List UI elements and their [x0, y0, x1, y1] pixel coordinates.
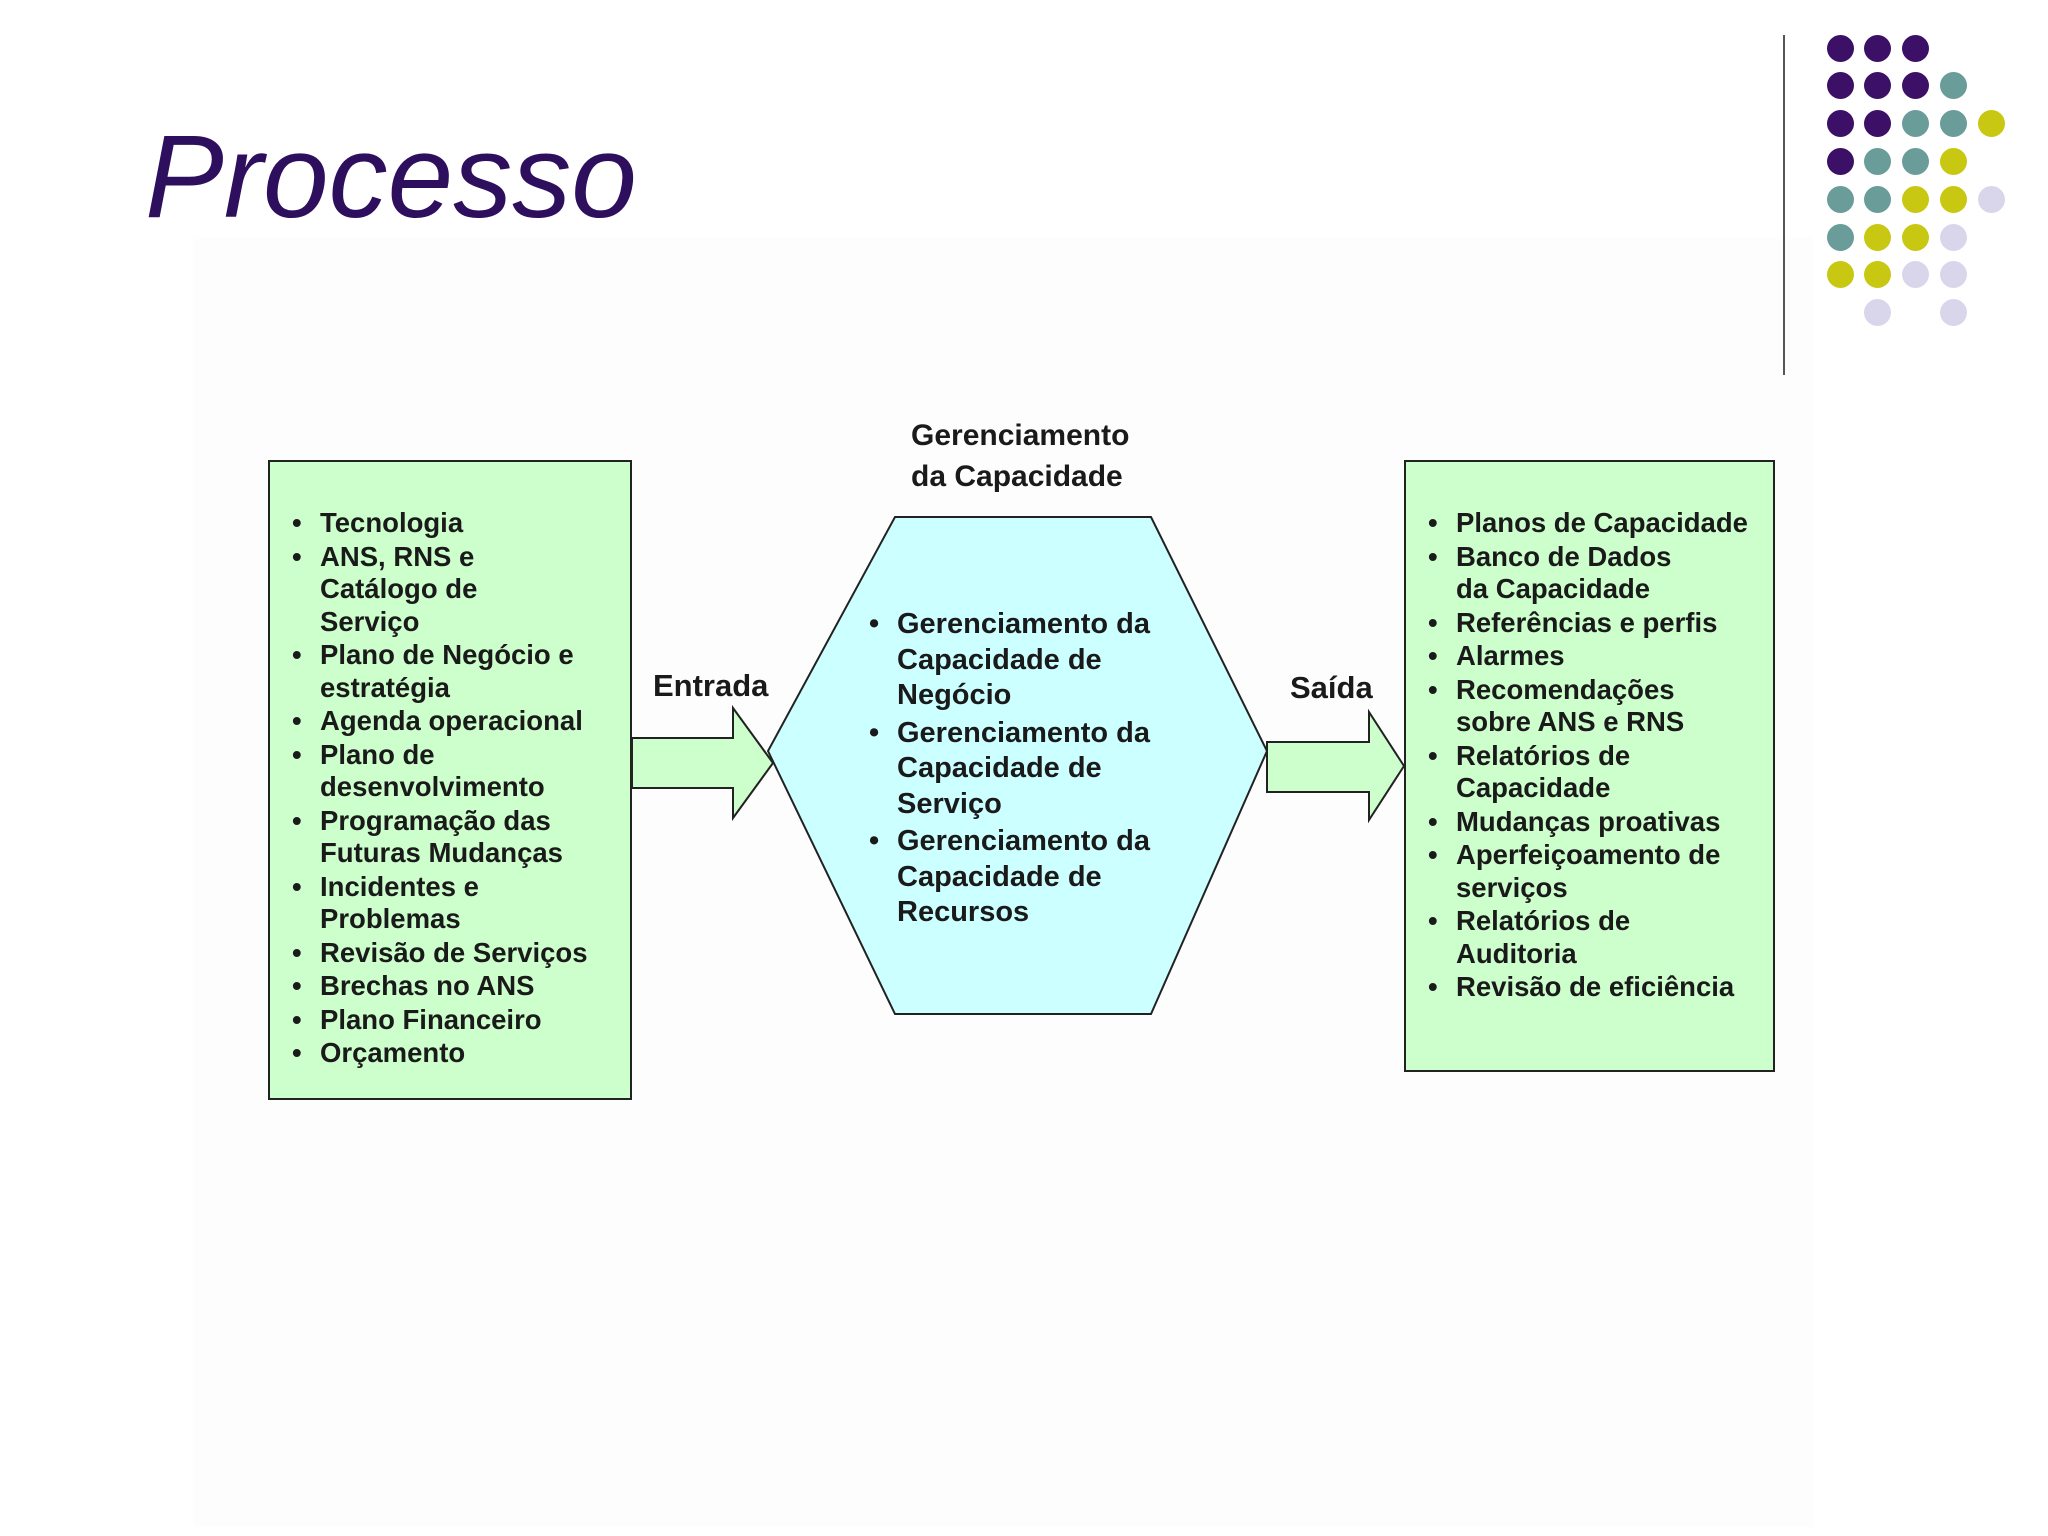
decorative-dot: [1826, 261, 1854, 289]
process-title-line1: Gerenciamento: [911, 419, 1130, 452]
decorative-dot: [1864, 110, 1892, 138]
process-item: Gerenciamento da Capacidade de Serviço: [862, 716, 1202, 823]
input-item: Revisão de Serviços: [270, 937, 630, 970]
decorative-dot: [1826, 72, 1854, 100]
process-title-line2: da Capacidade: [911, 460, 1123, 493]
slide-title: Processo: [145, 111, 637, 243]
decorative-dot: [1939, 147, 1967, 175]
output-item: Revisão de eficiência: [1406, 971, 1773, 1004]
decorative-dot: [1977, 185, 2005, 213]
input-item: Plano de desenvolvimento: [270, 739, 570, 804]
process-item: Gerenciamento da Capacidade de Recursos: [862, 824, 1202, 931]
decorative-dot: [1864, 261, 1892, 289]
output-item: Banco de Dados da Capacidade: [1406, 541, 1706, 606]
input-item: Tecnologia: [270, 507, 630, 540]
saida-label: Saída: [1290, 670, 1373, 705]
decorative-dot: [1826, 223, 1854, 251]
decorative-dot: [1864, 72, 1892, 100]
input-item: Programação das Futuras Mudanças: [270, 805, 570, 870]
output-item: Alarmes: [1406, 640, 1773, 673]
saida-arrow: [1266, 708, 1406, 824]
input-item: ANS, RNS e Catálogo de Serviço: [270, 541, 550, 639]
decorative-dot-grid: [0, 0, 2048, 400]
input-list: Tecnologia ANS, RNS e Catálogo de Serviç…: [270, 507, 630, 1070]
input-item: Plano de Negócio e estratégia: [270, 639, 580, 704]
decorative-dot: [1864, 223, 1892, 251]
decorative-dot: [1939, 223, 1967, 251]
decorative-dot: [1902, 72, 1930, 100]
decorative-dot: [1864, 185, 1892, 213]
output-item: Planos de Capacidade: [1406, 507, 1773, 540]
decorative-dot: [1902, 147, 1930, 175]
decorative-dot: [1939, 72, 1967, 100]
process-list: Gerenciamento da Capacidade de Negócio G…: [862, 607, 1202, 931]
decorative-dot: [1902, 110, 1930, 138]
decorative-dot: [1902, 185, 1930, 213]
decorative-dot: [1826, 110, 1854, 138]
entrada-label: Entrada: [653, 668, 769, 703]
input-item: Plano Financeiro: [270, 1004, 630, 1037]
decorative-dot: [1939, 185, 1967, 213]
decorative-dot: [1826, 147, 1854, 175]
decorative-dot: [1864, 299, 1892, 327]
decorative-dot: [1939, 110, 1967, 138]
input-item: Incidentes e Problemas: [270, 871, 520, 936]
output-item: Recomendações sobre ANS e RNS: [1406, 674, 1706, 739]
decorative-dot: [1902, 223, 1930, 251]
input-box: Tecnologia ANS, RNS e Catálogo de Serviç…: [268, 460, 632, 1100]
output-list: Planos de Capacidade Banco de Dados da C…: [1406, 507, 1773, 1004]
entrada-arrow: [631, 704, 775, 822]
output-item: Relatórios de Auditoria: [1406, 905, 1656, 970]
output-item: Mudanças proativas: [1406, 806, 1773, 839]
decorative-dot: [1864, 34, 1892, 62]
decorative-dot: [1902, 261, 1930, 289]
process-title: Gerenciamento da Capacidade: [911, 415, 1129, 497]
process-item: Gerenciamento da Capacidade de Negócio: [862, 607, 1202, 714]
output-item: Referências e perfis: [1406, 607, 1773, 640]
input-item: Brechas no ANS: [270, 970, 630, 1003]
decorative-dot: [1826, 185, 1854, 213]
output-item: Aperfeiçoamento de serviços: [1406, 839, 1736, 904]
title-divider: [1783, 35, 1785, 375]
input-item: Agenda operacional: [270, 705, 630, 738]
decorative-dot: [1902, 34, 1930, 62]
input-item: Orçamento: [270, 1037, 630, 1070]
decorative-dot: [1939, 299, 1967, 327]
decorative-dot: [1977, 110, 2005, 138]
decorative-dot: [1939, 261, 1967, 289]
decorative-dot: [1864, 147, 1892, 175]
output-box: Planos de Capacidade Banco de Dados da C…: [1404, 460, 1775, 1072]
decorative-dot: [1826, 34, 1854, 62]
output-item: Relatórios de Capacidade: [1406, 740, 1656, 805]
